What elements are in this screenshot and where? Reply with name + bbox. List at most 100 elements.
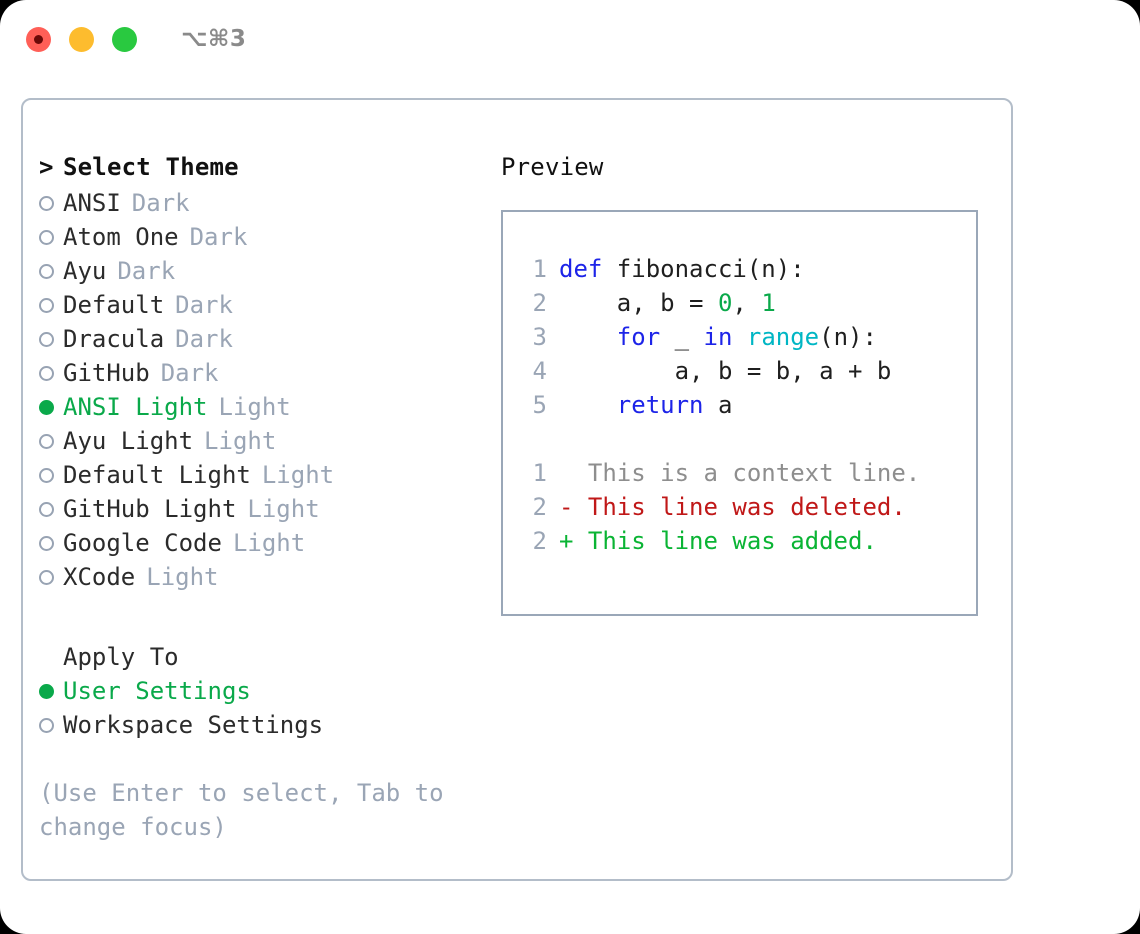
radio-unselected-icon	[39, 293, 63, 317]
diff-line-text: This line was deleted.	[573, 493, 906, 521]
radio-bullet	[39, 298, 54, 313]
code-line-text: return a	[559, 391, 733, 419]
diff-sign: -	[559, 493, 574, 521]
apply-to-option-label: Workspace Settings	[63, 711, 324, 739]
theme-variant-tag: Light	[218, 393, 291, 421]
code-line-number: 5	[532, 391, 547, 419]
theme-name: Ayu	[63, 257, 107, 285]
theme-list-item[interactable]: Ayu Light Light	[39, 424, 499, 458]
radio-bullet	[39, 570, 54, 585]
diff-line-text: This is a context line.	[573, 459, 921, 487]
code-token-plain: fibonacci(n):	[602, 255, 805, 283]
select-theme-heading: > Select Theme	[39, 148, 499, 186]
diff-sign	[559, 459, 573, 487]
theme-variant-tag: Light	[204, 427, 277, 455]
theme-variant-tag: Dark	[189, 223, 248, 251]
apply-to-option[interactable]: Workspace Settings	[39, 708, 499, 742]
radio-unselected-icon	[39, 327, 63, 351]
code-token-plain: (n):	[819, 323, 877, 351]
apply-to-option[interactable]: User Settings	[39, 674, 499, 708]
theme-variant-tag: Dark	[131, 189, 190, 217]
theme-name: XCode	[63, 563, 136, 591]
diff-line: 2+ This line was added.	[517, 524, 976, 558]
code-token-plain: a, b = b, a + b	[559, 357, 892, 385]
radio-unselected-icon	[39, 191, 63, 215]
diff-line: 1 This is a context line.	[517, 456, 976, 490]
radio-bullet	[39, 718, 54, 733]
code-line: 4 a, b = b, a + b	[517, 354, 976, 388]
apply-to-heading: Apply To	[39, 640, 499, 674]
maximize-button[interactable]	[112, 26, 137, 52]
prompt-caret-icon: >	[39, 153, 54, 181]
theme-name: GitHub Light	[63, 495, 237, 523]
code-token-plain	[559, 391, 617, 419]
theme-name: Ayu Light	[63, 427, 194, 455]
theme-variant-tag: Dark	[160, 359, 219, 387]
code-token-plain: a, b =	[559, 289, 718, 317]
diff-line-number: 1	[532, 459, 547, 487]
radio-bullet	[39, 264, 54, 279]
code-token-kw: for	[616, 323, 661, 351]
apply-to-option-label: User Settings	[63, 677, 251, 705]
theme-variant-tag: Dark	[175, 325, 233, 353]
theme-list-item[interactable]: XCode Light	[39, 560, 499, 594]
theme-name: Default	[63, 291, 165, 319]
radio-unselected-icon	[39, 361, 63, 385]
code-token-kw: def	[559, 255, 603, 283]
radio-unselected-icon	[39, 463, 63, 487]
theme-list-item[interactable]: Dracula Dark	[39, 322, 499, 356]
minimize-button[interactable]	[69, 26, 94, 52]
radio-bullet	[39, 332, 54, 347]
theme-variant-tag: Light	[247, 495, 320, 523]
code-token-num: 1	[761, 289, 776, 317]
theme-variant-tag: Light	[232, 529, 306, 557]
theme-name: ANSI	[63, 189, 121, 217]
code-line-number: 3	[532, 323, 547, 351]
radio-unselected-icon	[39, 565, 63, 589]
code-token-kw: return	[616, 391, 704, 419]
theme-list-item[interactable]: Default Light Light	[39, 458, 499, 492]
code-line-number: 2	[532, 289, 547, 317]
code-token-plain: _	[660, 323, 704, 351]
theme-list-item[interactable]: Ayu Dark	[39, 254, 499, 288]
radio-bullet	[39, 196, 54, 211]
theme-name: Dracula	[63, 325, 165, 353]
diff-line: 2- This line was deleted.	[517, 490, 976, 524]
keyboard-shortcut-label: ⌥⌘3	[181, 26, 247, 52]
code-line: 2 a, b = 0, 1	[517, 286, 976, 320]
radio-unselected-icon	[39, 259, 63, 283]
theme-name: Default Light	[63, 461, 251, 489]
theme-list-item[interactable]: ANSI Dark	[39, 186, 499, 220]
theme-list-item[interactable]: GitHub Light Light	[39, 492, 499, 526]
radio-bullet	[39, 434, 54, 449]
code-line-number: 4	[532, 357, 547, 385]
radio-unselected-icon	[39, 497, 63, 521]
radio-bullet	[39, 684, 54, 699]
theme-variant-tag: Dark	[117, 257, 176, 285]
radio-bullet	[39, 468, 54, 483]
theme-variant-tag: Light	[261, 461, 335, 489]
close-button[interactable]	[26, 26, 51, 52]
diff-line-number: 2	[532, 527, 547, 555]
theme-variant-tag: Dark	[175, 291, 233, 319]
radio-bullet	[39, 230, 54, 245]
section-spacer	[39, 594, 499, 640]
code-diff-spacer	[517, 422, 976, 456]
keyboard-hint: (Use Enter to select, Tab to change focu…	[39, 779, 444, 841]
theme-variant-tag: Light	[146, 563, 219, 591]
diff-sign: +	[559, 527, 574, 555]
theme-list-item[interactable]: Default Dark	[39, 288, 499, 322]
code-token-kw: in	[703, 323, 733, 351]
apply-to-heading-label: Apply To	[63, 643, 179, 671]
